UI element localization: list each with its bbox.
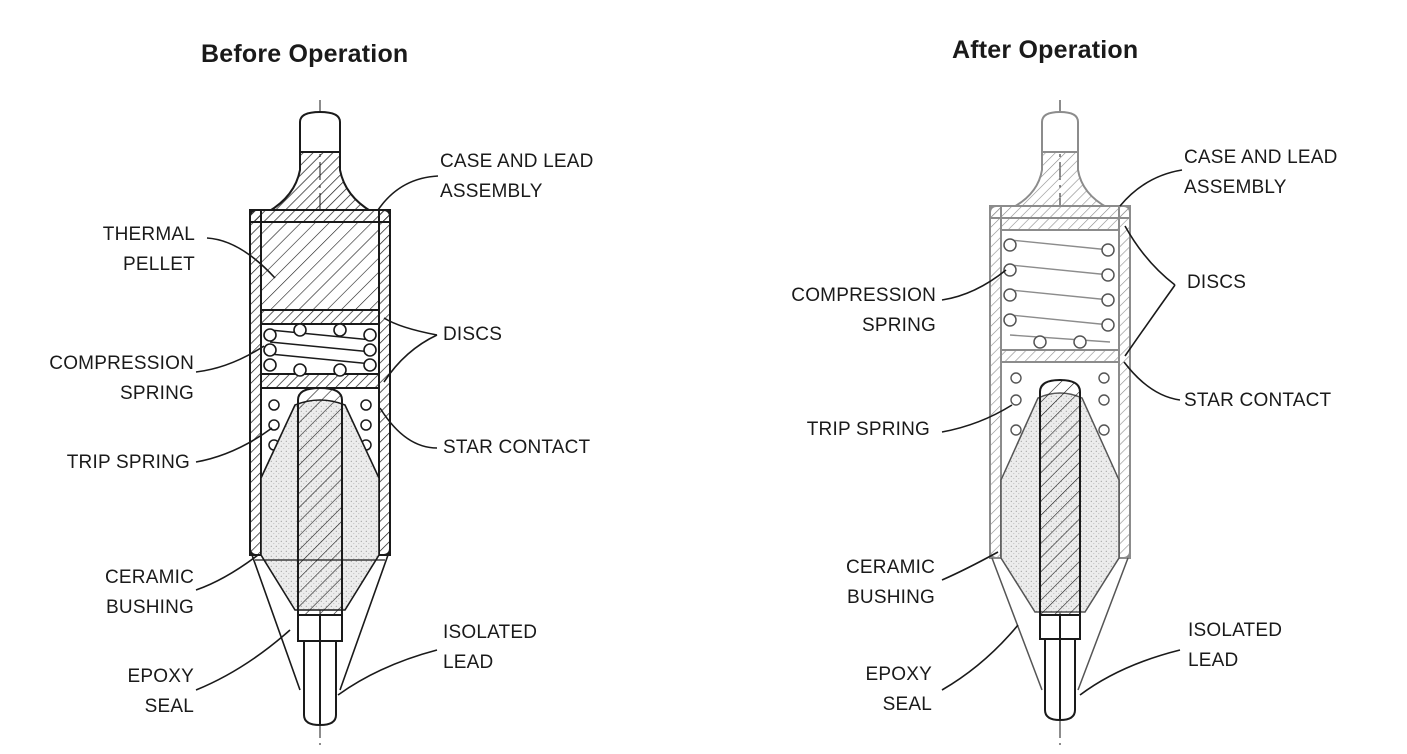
before-label-star-contact: STAR CONTACT [443,437,591,458]
before-label-discs: DISCS [443,324,503,345]
before-label-trip-spring: TRIP SPRING [66,452,190,473]
after-label-trip-spring: TRIP SPRING [806,419,930,440]
before-fuse-drawing [249,100,391,745]
after-label-discs: DISCS [1187,272,1247,293]
after-operation-title: After Operation [952,36,1139,64]
before-leader-lines [195,175,439,696]
after-leader-lines [941,169,1183,696]
after-fuse-drawing [989,100,1131,745]
before-operation-title: Before Operation [201,40,409,68]
after-label-star-contact: STAR CONTACT [1184,390,1332,411]
